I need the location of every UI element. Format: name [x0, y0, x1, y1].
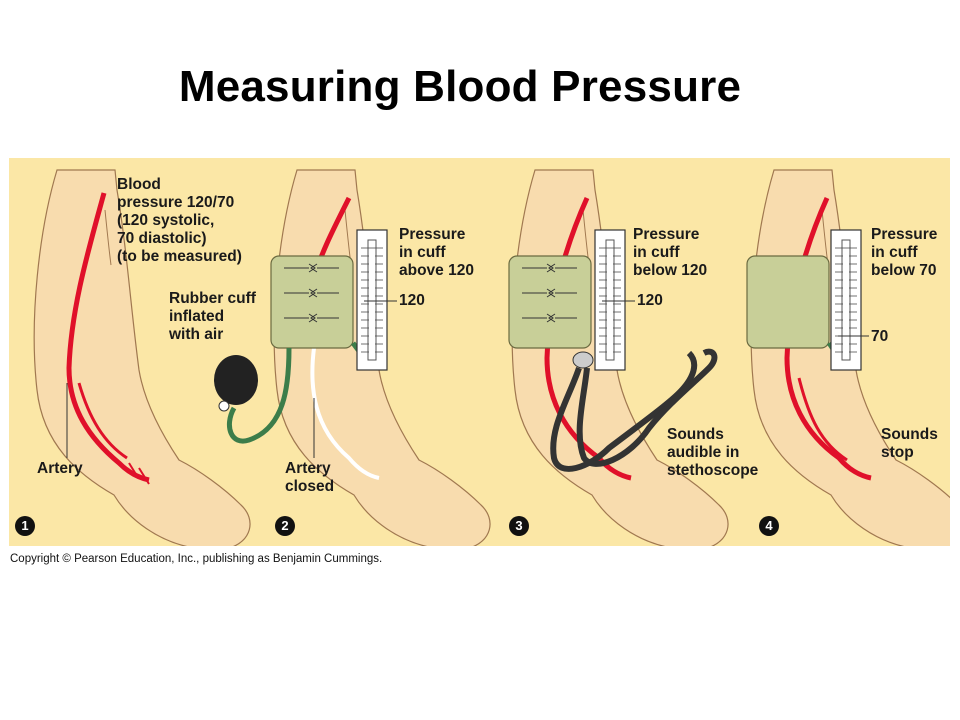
step-number-4: 4	[759, 516, 779, 536]
step-number-2: 2	[275, 516, 295, 536]
artery-closed-label: Artery closed	[285, 460, 335, 495]
arm-illustration-2	[214, 169, 491, 546]
arm-illustration-4	[746, 169, 950, 546]
copyright-notice: Copyright © Pearson Education, Inc., pub…	[10, 553, 383, 565]
pressure-below-120-label: Pressure in cuff below 120	[633, 226, 708, 279]
pressure-above-label: Pressure in cuff above 120	[399, 226, 474, 279]
sounds-stop-label: Sounds stop	[881, 426, 938, 461]
rubber-cuff-label: Rubber cuff inflated with air	[169, 290, 256, 343]
step-number-1: 1	[15, 516, 35, 536]
pressure-below-70-label: Pressure in cuff below 70	[871, 226, 938, 279]
page-title: Measuring Blood Pressure	[178, 62, 742, 111]
diagram-illustration	[33, 169, 950, 546]
arm-illustration-1	[33, 169, 251, 546]
gauge-reading-3: 120	[637, 292, 663, 309]
artery-label: Artery	[37, 460, 83, 477]
gauge-reading-2: 120	[399, 292, 425, 309]
arm-illustration-3	[508, 169, 729, 546]
step-number-3: 3	[509, 516, 529, 536]
blood-pressure-label: Blood pressure 120/70 (120 systolic, 70 …	[117, 176, 242, 265]
diagram-panel: Blood pressure 120/70 (120 systolic, 70 …	[9, 158, 950, 546]
sounds-audible-label: Sounds audible in stethoscope	[667, 426, 759, 479]
gauge-reading-4: 70	[871, 328, 889, 345]
